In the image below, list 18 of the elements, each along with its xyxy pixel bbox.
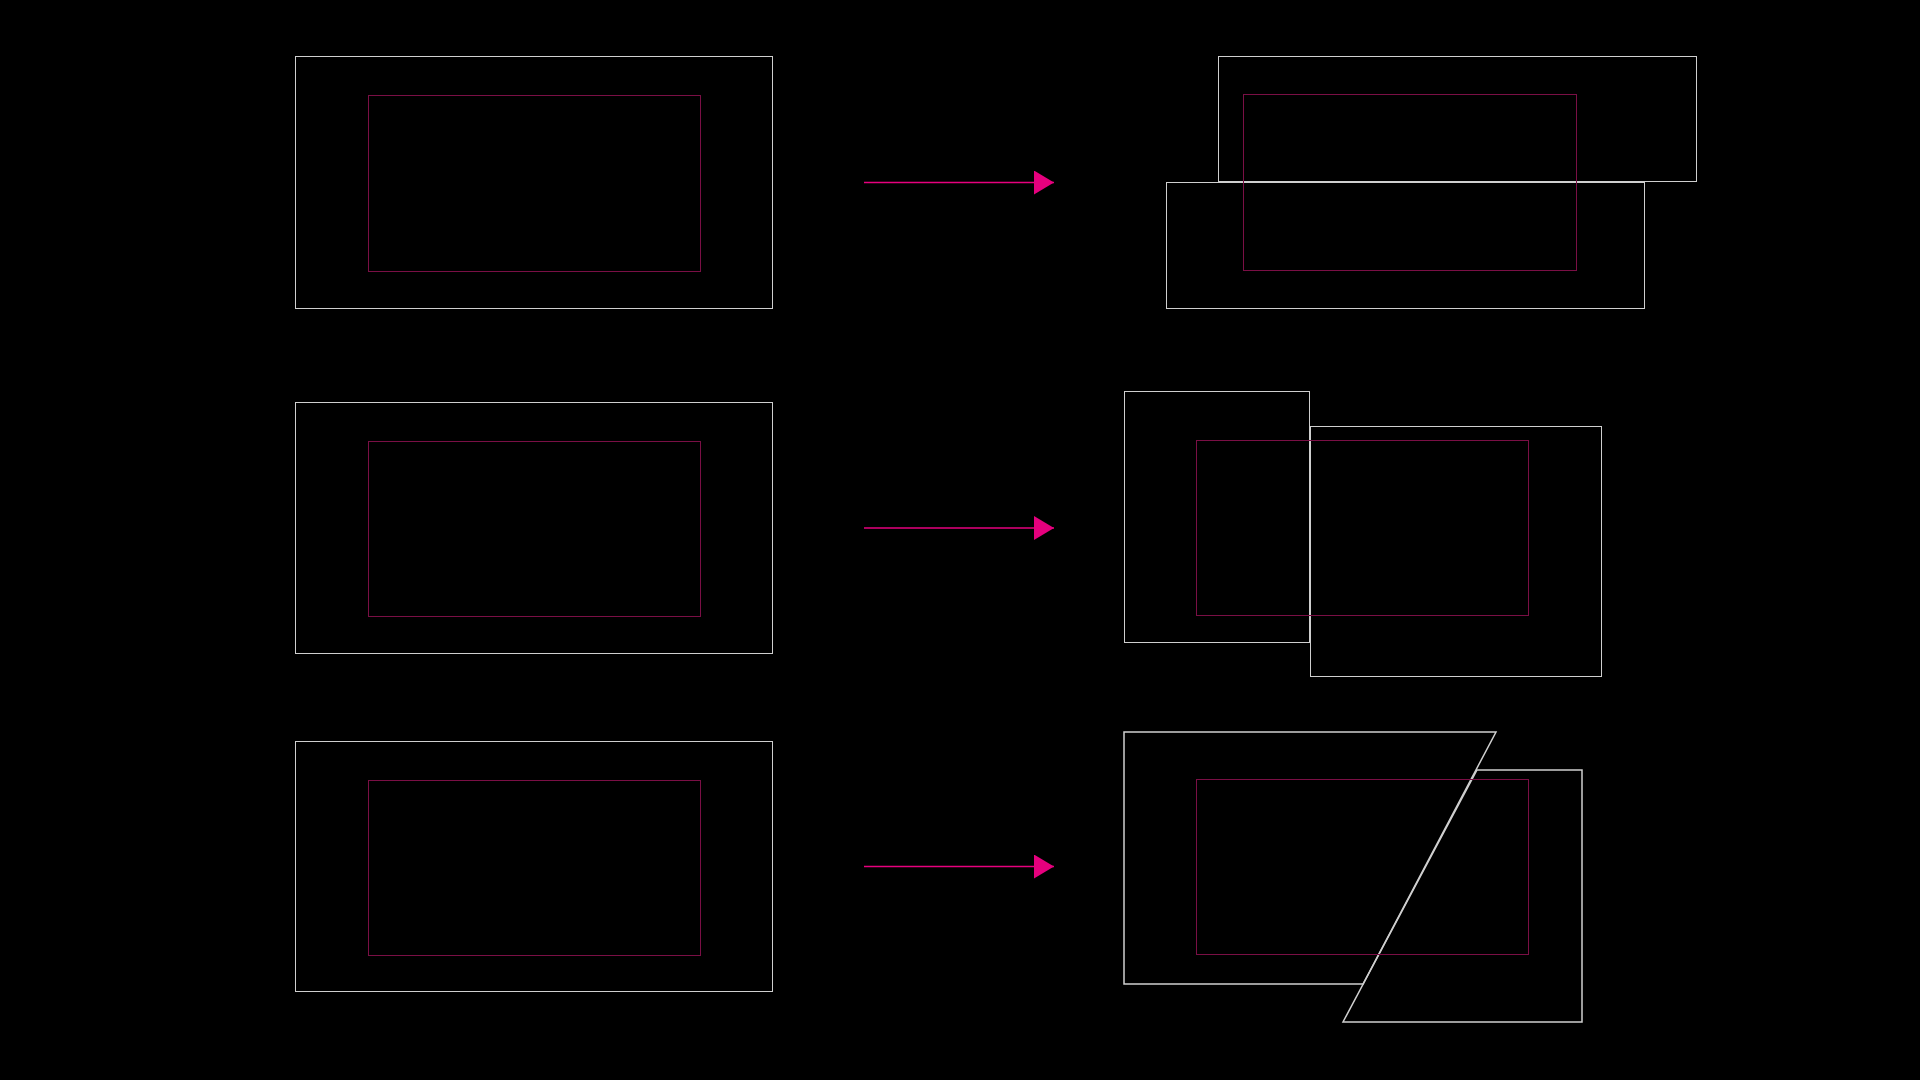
frame-rectangle <box>1218 56 1697 182</box>
frame-rectangle <box>295 56 773 309</box>
inner-rectangle <box>368 95 701 272</box>
trapezoid-frame <box>1343 770 1582 1022</box>
frame-rectangle <box>295 741 773 992</box>
frame-rectangle <box>1166 182 1645 309</box>
frame-rectangle <box>295 402 773 654</box>
inner-rectangle <box>1196 779 1529 955</box>
trapezoid-frame <box>1124 732 1496 984</box>
frame-rectangle <box>1124 391 1310 643</box>
frame-rectangle <box>1310 426 1602 677</box>
arrow <box>863 516 1055 540</box>
arrow <box>863 170 1055 195</box>
arrow <box>863 854 1055 879</box>
inner-rectangle <box>368 780 701 956</box>
inner-rectangle <box>1196 440 1529 616</box>
inner-rectangle <box>1243 94 1577 271</box>
inner-rectangle <box>368 441 701 617</box>
